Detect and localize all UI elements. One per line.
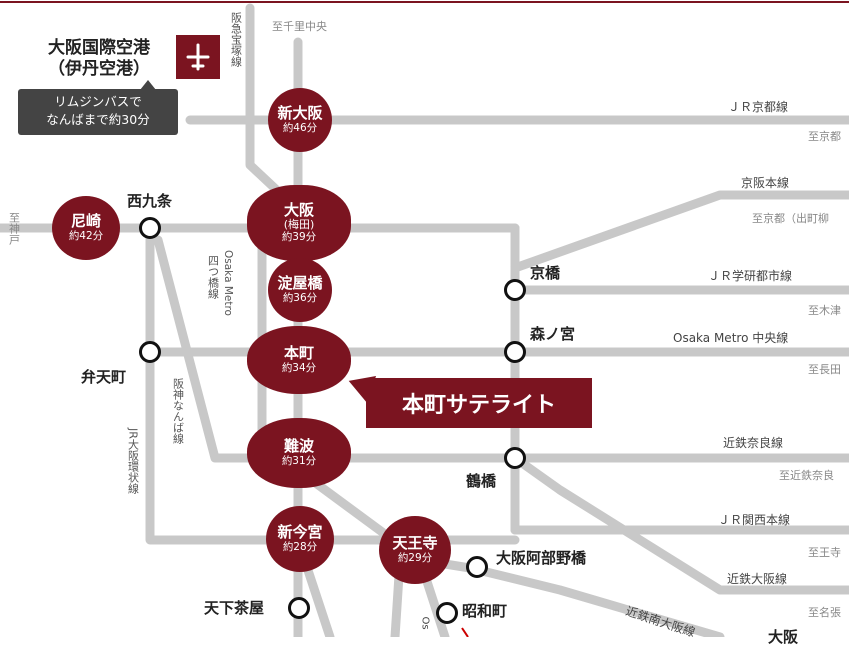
label-jr-loop: JR大阪環状線 xyxy=(126,428,140,494)
node-nishikujo[interactable] xyxy=(139,217,161,239)
label-hankyu-takarazuka: 阪急宝塚線 xyxy=(229,12,243,67)
station-tennoji-name: 天王寺 xyxy=(392,534,438,553)
station-shin-osaka-name: 新大阪 xyxy=(277,104,323,123)
station-shin-imamiya-time: 約28分 xyxy=(282,541,318,554)
station-amagasaki-time: 約42分 xyxy=(68,230,104,243)
station-amagasaki-name: 尼崎 xyxy=(70,212,101,231)
node-bentencho-label: 弁天町 xyxy=(81,368,127,386)
label-osaka-metro-vertical: Osaka Metro xyxy=(222,250,235,316)
station-shin-osaka-time: 約46分 xyxy=(282,122,318,135)
target-callout: 本町サテライト xyxy=(366,378,592,428)
label-osaka-metro-chuo-line: Osaka Metro 中央線 xyxy=(673,331,789,345)
node-tsuruhashi-label: 鶴橋 xyxy=(466,472,497,490)
track-keihan xyxy=(510,190,849,273)
airport-name-line2: （伊丹空港） xyxy=(48,59,150,80)
station-tennoji[interactable]: 天王寺 約29分 xyxy=(379,516,451,584)
station-shin-imamiya-name: 新今宮 xyxy=(277,523,323,542)
target-name: 本町サテライト xyxy=(401,393,556,418)
station-yodoyabashi-name: 淀屋橋 xyxy=(277,274,323,293)
partial-marker xyxy=(461,627,469,637)
station-shin-imamiya[interactable]: 新今宮 約28分 xyxy=(266,506,334,572)
station-namba-name: 難波 xyxy=(283,437,314,456)
station-namba[interactable]: 難波 約31分 xyxy=(247,418,351,488)
label-kintetsu-osaka-line: 近鉄大阪線 xyxy=(727,572,788,586)
station-honmachi-name: 本町 xyxy=(283,344,314,363)
label-to-senri-chuo: 至千里中央 xyxy=(272,20,327,33)
station-osaka-sub: (梅田) xyxy=(283,218,315,232)
node-morinomiya[interactable] xyxy=(504,341,526,363)
track-kintetsu-osaka xyxy=(510,453,849,595)
node-bentencho[interactable] xyxy=(139,341,161,363)
station-yodoyabashi[interactable]: 淀屋橋 約36分 xyxy=(268,258,332,322)
node-abenobashi[interactable] xyxy=(466,556,488,578)
station-osaka-time: 約39分 xyxy=(281,231,317,244)
node-morinomiya-label: 森ノ宮 xyxy=(530,325,576,343)
label-to-kyoto: 至京都 xyxy=(808,130,841,143)
label-to-kyoto-demachi: 至京都（出町柳 xyxy=(752,212,829,225)
airport-name: 大阪国際空港 （伊丹空港） xyxy=(24,38,174,81)
track-hanshin xyxy=(153,235,245,463)
node-tengachaya-label: 天下茶屋 xyxy=(204,599,265,617)
station-shin-osaka[interactable]: 新大阪 約46分 xyxy=(268,88,332,152)
station-honmachi-time: 約34分 xyxy=(281,362,317,375)
station-tennoji-time: 約29分 xyxy=(397,552,433,565)
station-namba-time: 約31分 xyxy=(281,455,317,468)
node-tengachaya[interactable] xyxy=(288,597,310,619)
bus-note-line1: リムジンバスで xyxy=(54,94,142,109)
node-nishikujo-label: 西九条 xyxy=(127,192,173,210)
airplane-icon xyxy=(186,43,210,71)
label-to-oji: 至王寺 xyxy=(808,546,841,559)
label-jr-gakkentoshi-line: ＪＲ学研都市線 xyxy=(708,269,793,283)
bus-note-line2: なんばまで約30分 xyxy=(46,111,150,127)
label-to-nagata: 至長田 xyxy=(808,363,841,376)
node-abenobashi-label: 大阪阿部野橋 xyxy=(496,549,587,567)
airport-name-line1: 大阪国際空港 xyxy=(48,38,150,58)
bus-note-pointer xyxy=(140,80,156,90)
label-to-kizu: 至木津 xyxy=(808,304,841,317)
label-jr-kansai-line: ＪＲ関西本線 xyxy=(718,513,791,527)
label-yotsubashi: 四つ橋線 xyxy=(206,255,220,299)
label-keihan-line: 京阪本線 xyxy=(741,176,790,190)
label-jr-kyoto-line: ＪＲ京都線 xyxy=(728,100,789,114)
station-osaka-name: 大阪 xyxy=(283,201,314,220)
label-hanshin-namba: 阪神なんば線 xyxy=(171,378,185,444)
station-amagasaki[interactable]: 尼崎 約42分 xyxy=(52,196,120,260)
node-kyobashi-label: 京橋 xyxy=(530,264,561,282)
station-osaka[interactable]: 大阪 (梅田) 約39分 xyxy=(247,185,351,261)
node-kyobashi[interactable] xyxy=(504,279,526,301)
limousine-bus-note: リムジンバスで なんばまで約30分 xyxy=(18,89,178,135)
node-showacho-label: 昭和町 xyxy=(462,602,508,620)
label-os-partial: Os xyxy=(419,616,431,630)
label-to-kobe: 至神戸 xyxy=(7,212,21,245)
airport-icon-box xyxy=(176,35,220,79)
node-showacho[interactable] xyxy=(436,602,458,624)
node-tsuruhashi[interactable] xyxy=(504,447,526,469)
label-to-kintetsu-nara: 至近鉄奈良 xyxy=(779,469,834,482)
label-to-nabari: 至名張 xyxy=(808,606,841,619)
station-yodoyabashi-time: 約36分 xyxy=(282,292,318,305)
label-kintetsu-nara-line: 近鉄奈良線 xyxy=(723,436,784,450)
station-honmachi[interactable]: 本町 約34分 xyxy=(247,326,351,394)
